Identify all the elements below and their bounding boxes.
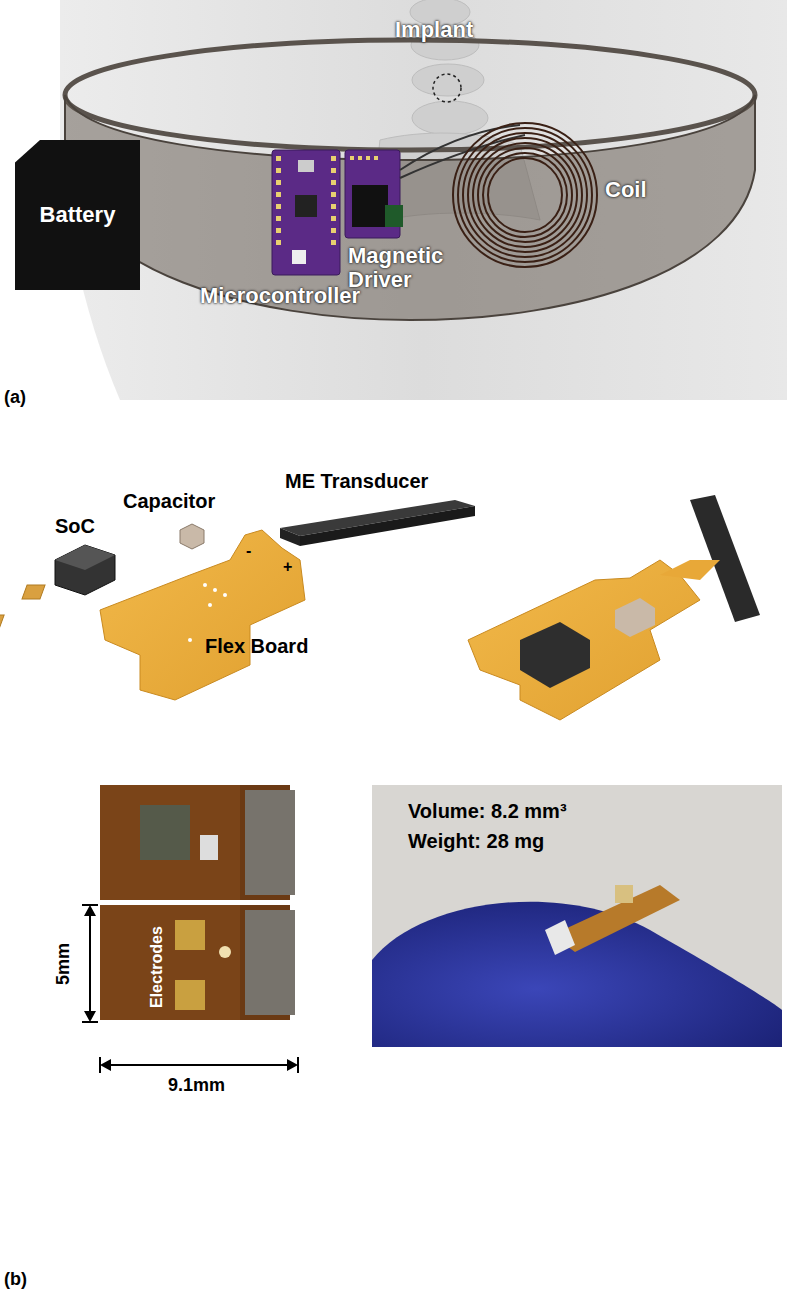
- part-label: Microcontroller: [200, 284, 360, 308]
- panel-label: (a): [4, 388, 26, 408]
- node-text: Battery: [40, 202, 116, 228]
- part-label: Capacitor: [123, 490, 215, 512]
- part-label: Implant: [395, 18, 473, 42]
- part-label: ME Transducer: [285, 470, 428, 492]
- polarity-sign: -: [246, 542, 251, 560]
- spec-label: Weight: 28 mg: [408, 830, 544, 852]
- part-label: Flex Board: [205, 635, 308, 657]
- dimension-label: 9.1mm: [168, 1076, 225, 1096]
- part-label: Electrodes: [148, 926, 166, 1008]
- spec-label: Volume: 8.2 mm³: [408, 800, 567, 822]
- panel-label: (b): [4, 1270, 27, 1290]
- part-label: Coil: [605, 178, 647, 202]
- dimension-label: 5mm: [54, 943, 74, 985]
- battery-shape: Battery: [15, 140, 140, 290]
- part-label: SoC: [55, 515, 95, 537]
- part-label: Magnetic Driver: [348, 244, 458, 292]
- polarity-sign: +: [283, 558, 292, 576]
